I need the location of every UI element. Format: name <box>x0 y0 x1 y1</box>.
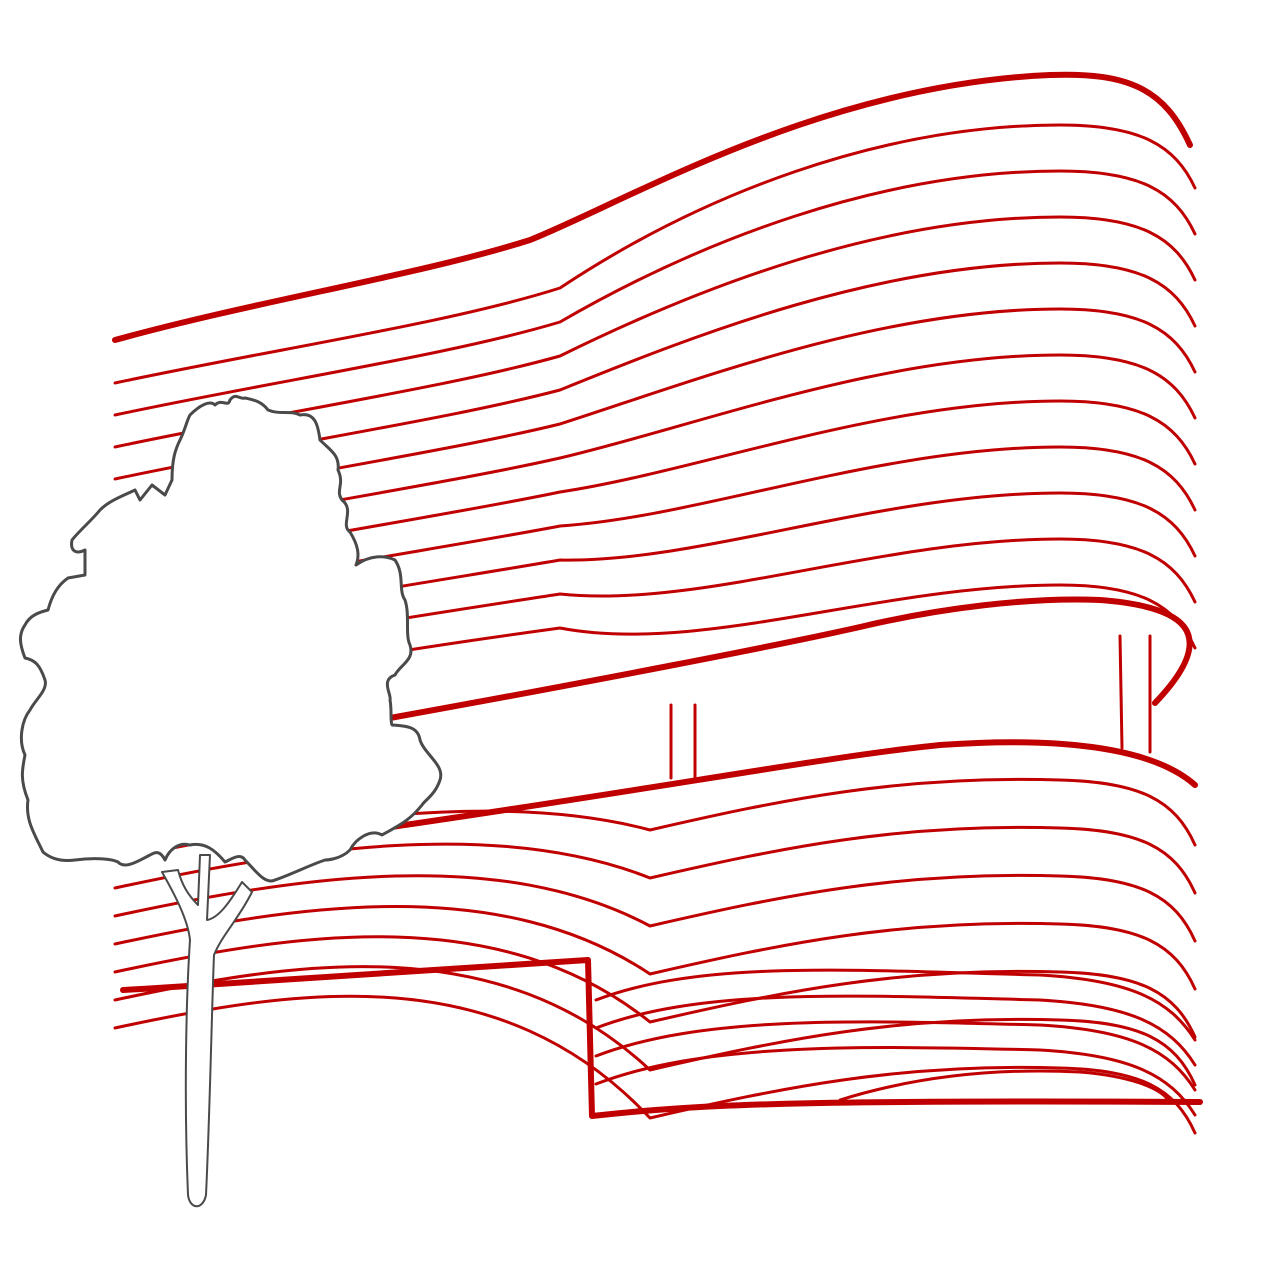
tree <box>19 394 443 1208</box>
lower-slab-line <box>367 739 1198 833</box>
facade-band-base <box>838 1069 1170 1102</box>
facade-band-base <box>594 994 1197 1067</box>
facade-band-base <box>594 968 1197 1042</box>
facade-band-upper <box>113 169 1197 417</box>
facade-band-lower <box>113 965 1197 1087</box>
facade-band-lower <box>113 873 1197 943</box>
facade-band-base <box>594 1046 1197 1117</box>
facade-band-lower <box>113 994 1197 1135</box>
upper-slab-line <box>387 596 1193 721</box>
base-outline <box>120 957 1203 1119</box>
roof-edge-line <box>112 71 1193 343</box>
facade-band-upper <box>113 215 1197 449</box>
facade-band-upper <box>113 123 1197 385</box>
facade-band-lower <box>113 905 1197 991</box>
balcony-post-right-a <box>1118 634 1124 750</box>
facade-band-base <box>594 1020 1197 1092</box>
facade-band-lower <box>113 935 1197 1039</box>
facade-band-upper <box>113 261 1197 481</box>
tree-trunk <box>161 854 253 1208</box>
tree-icon <box>19 394 443 883</box>
